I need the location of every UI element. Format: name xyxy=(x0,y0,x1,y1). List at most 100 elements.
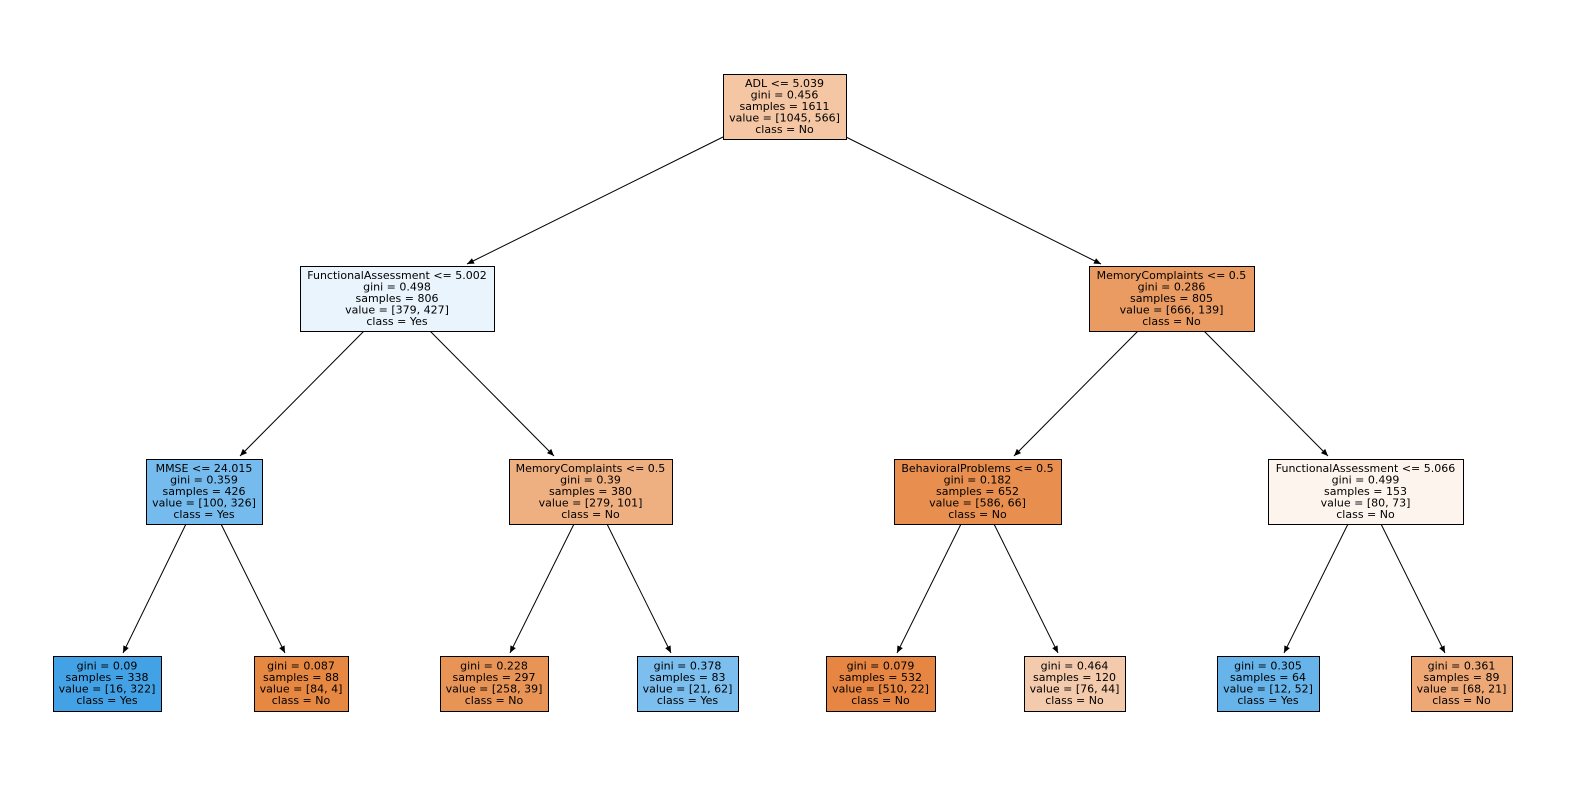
node-label-line: samples = 1611 xyxy=(740,100,830,113)
node-label-line: class = Yes xyxy=(1237,694,1299,707)
edge-n1-n5 xyxy=(429,330,555,457)
node-label-line: gini = 0.378 xyxy=(654,660,722,673)
node-label-line: class = No xyxy=(1432,694,1491,707)
edge-line xyxy=(509,523,575,654)
node-box xyxy=(1268,459,1464,525)
node-box xyxy=(637,656,739,712)
arrowhead-icon xyxy=(665,645,671,653)
edge-n0-n1 xyxy=(466,136,724,265)
node-label-line: value = [379, 427] xyxy=(345,303,449,316)
node-label-line: samples = 88 xyxy=(263,671,339,684)
node-label-line: samples = 64 xyxy=(1230,671,1306,684)
node-box xyxy=(254,656,349,712)
node-label-line: value = [76, 44] xyxy=(1030,683,1120,696)
node-label-line: value = [1045, 566] xyxy=(729,111,840,124)
edge-n1-n2 xyxy=(239,330,365,457)
arrowhead-icon xyxy=(123,645,129,653)
edge-n12-n13 xyxy=(1283,523,1349,654)
node-label-line: FunctionalAssessment <= 5.002 xyxy=(307,269,487,282)
node-box xyxy=(1217,656,1320,712)
node-label-line: class = Yes xyxy=(366,315,428,328)
edge-line xyxy=(606,523,672,654)
node-label-line: FunctionalAssessment <= 5.066 xyxy=(1276,462,1456,475)
node-label-line: gini = 0.359 xyxy=(170,473,238,486)
arrowhead-icon xyxy=(1014,448,1022,456)
node-label-line: value = [84, 4] xyxy=(260,683,343,696)
edge-n12-n14 xyxy=(1380,523,1446,654)
node-label-line: samples = 153 xyxy=(1324,485,1407,498)
node-label-line: value = [12, 52] xyxy=(1223,683,1313,696)
node-label-line: samples = 297 xyxy=(453,671,536,684)
node-box xyxy=(894,459,1062,525)
edge-n8-n9 xyxy=(1013,330,1139,457)
node-label-line: class = No xyxy=(1336,508,1395,521)
node-label-line: samples = 380 xyxy=(549,485,632,498)
node-label-line: samples = 89 xyxy=(1424,671,1500,684)
node-label-line: class = No xyxy=(272,694,331,707)
arrowhead-icon xyxy=(897,645,903,653)
node-label-line: class = Yes xyxy=(173,508,235,521)
arrowhead-icon xyxy=(1320,448,1328,456)
node-label-line: gini = 0.087 xyxy=(267,660,335,673)
node-label-line: value = [80, 73] xyxy=(1321,496,1411,509)
node-label-line: samples = 652 xyxy=(936,485,1019,498)
node-label-line: MMSE <= 24.015 xyxy=(156,462,253,475)
arrowhead-icon xyxy=(510,645,516,653)
node-label-line: gini = 0.39 xyxy=(560,473,621,486)
node-box xyxy=(1089,266,1255,332)
node-label-line: value = [68, 21] xyxy=(1417,683,1507,696)
node-label-line: value = [21, 62] xyxy=(643,683,733,696)
edge-n0-n8 xyxy=(845,136,1102,265)
node-box xyxy=(826,656,936,712)
node-box xyxy=(723,74,847,140)
node-label-line: gini = 0.079 xyxy=(847,660,915,673)
arrowhead-icon xyxy=(1439,645,1445,653)
node-label-line: gini = 0.498 xyxy=(363,280,431,293)
node-label-line: value = [510, 22] xyxy=(832,683,929,696)
node-label-line: gini = 0.361 xyxy=(1428,660,1496,673)
node-label-line: samples = 532 xyxy=(839,671,922,684)
edge-n2-n4 xyxy=(220,523,286,654)
node-label-line: gini = 0.286 xyxy=(1138,280,1206,293)
node-label-line: samples = 120 xyxy=(1033,671,1116,684)
edge-line xyxy=(1013,330,1139,457)
node-label-line: class = No xyxy=(851,694,910,707)
node-label-line: gini = 0.182 xyxy=(944,473,1012,486)
node-label-line: gini = 0.305 xyxy=(1234,660,1302,673)
node-label-line: samples = 338 xyxy=(66,671,149,684)
node-label-line: value = [666, 139] xyxy=(1120,303,1224,316)
edges-layer xyxy=(122,136,1446,654)
node-label-line: value = [16, 322] xyxy=(59,683,156,696)
node-label-line: gini = 0.456 xyxy=(751,88,819,101)
node-label-line: class = No xyxy=(561,508,620,521)
node-box xyxy=(53,656,162,712)
node-label-line: samples = 805 xyxy=(1130,292,1213,305)
node-label-line: MemoryComplaints <= 0.5 xyxy=(1097,269,1247,282)
node-label-line: value = [279, 101] xyxy=(539,496,643,509)
node-label-line: gini = 0.228 xyxy=(460,660,528,673)
edge-line xyxy=(466,136,724,265)
edge-line xyxy=(1283,523,1349,654)
arrowhead-icon xyxy=(240,448,248,456)
edge-n9-n10 xyxy=(896,523,962,654)
arrowhead-icon xyxy=(279,645,285,653)
node-label-line: value = [100, 326] xyxy=(152,496,256,509)
node-label-line: samples = 426 xyxy=(163,485,246,498)
node-label-line: gini = 0.09 xyxy=(77,660,138,673)
node-label-line: samples = 83 xyxy=(650,671,726,684)
node-label-line: class = No xyxy=(1142,315,1201,328)
node-label-line: ADL <= 5.039 xyxy=(745,77,824,90)
node-box xyxy=(440,656,549,712)
edge-line xyxy=(1380,523,1446,654)
arrowhead-icon xyxy=(1052,645,1058,653)
